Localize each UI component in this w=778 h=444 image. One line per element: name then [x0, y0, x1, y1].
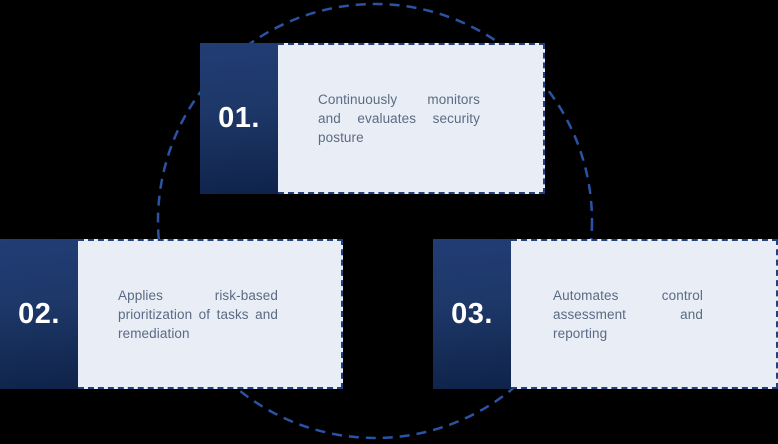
step-2-body: Applies risk-based prioritization of tas…	[78, 239, 343, 389]
step-1-number: 01.	[218, 102, 260, 134]
step-2-number: 02.	[18, 297, 60, 330]
step-1-number-panel: 01.	[200, 43, 278, 194]
step-1-description: Continuously monitors and evaluates secu…	[318, 92, 480, 145]
step-3-description: Automates control assessment and reporti…	[553, 287, 703, 341]
step-card-2: 02. Applies risk-based prioritization of…	[0, 239, 343, 389]
step-2-description: Applies risk-based prioritization of tas…	[118, 287, 278, 341]
step-3-number: 03.	[451, 297, 493, 330]
step-card-3: 03. Automates control assessment and rep…	[433, 239, 778, 389]
step-1-body: Continuously monitors and evaluates secu…	[278, 43, 545, 194]
step-3-number-panel: 03.	[433, 239, 511, 389]
step-card-1: 01. Continuously monitors and evaluates …	[200, 43, 545, 194]
step-2-number-panel: 02.	[0, 239, 78, 389]
step-3-body: Automates control assessment and reporti…	[511, 239, 778, 389]
